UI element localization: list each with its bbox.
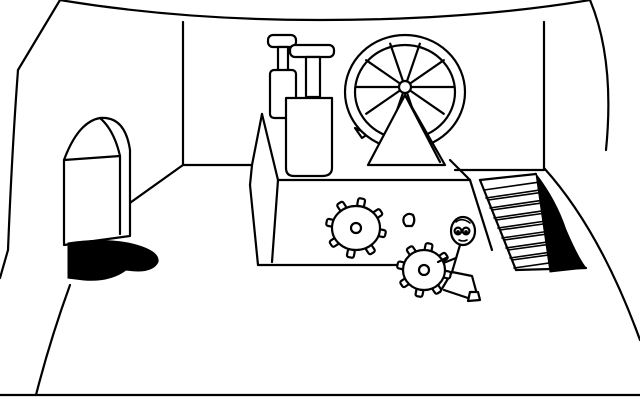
stair-step bbox=[483, 181, 540, 199]
machine-platform bbox=[248, 112, 494, 267]
room-walls bbox=[0, 0, 640, 397]
stair-step bbox=[511, 252, 559, 269]
gear-on-floor[interactable] bbox=[325, 197, 387, 259]
stair-step bbox=[491, 201, 545, 219]
stair-step bbox=[503, 232, 553, 249]
peg[interactable] bbox=[402, 212, 416, 228]
stairs[interactable] bbox=[478, 172, 588, 273]
gear-carried[interactable] bbox=[396, 242, 452, 298]
piston-right[interactable] bbox=[284, 43, 336, 178]
wheel-spoke bbox=[403, 59, 445, 89]
wheel-spoke bbox=[365, 59, 407, 89]
floor-pit[interactable] bbox=[67, 240, 159, 281]
water-wheel[interactable] bbox=[343, 33, 467, 151]
machine[interactable] bbox=[266, 33, 467, 178]
stair-steps bbox=[483, 181, 559, 269]
wheel-stand bbox=[366, 93, 447, 167]
stair-step bbox=[495, 212, 548, 229]
stair-step bbox=[499, 222, 551, 239]
character[interactable] bbox=[396, 215, 482, 303]
stair-step bbox=[487, 191, 543, 209]
wheel-spoke bbox=[365, 85, 407, 115]
wheel-spoke bbox=[403, 42, 421, 89]
stair-step bbox=[507, 242, 556, 259]
wheel-spoke bbox=[403, 85, 445, 115]
wheel-spoke bbox=[389, 42, 407, 89]
doorway[interactable] bbox=[62, 116, 132, 247]
